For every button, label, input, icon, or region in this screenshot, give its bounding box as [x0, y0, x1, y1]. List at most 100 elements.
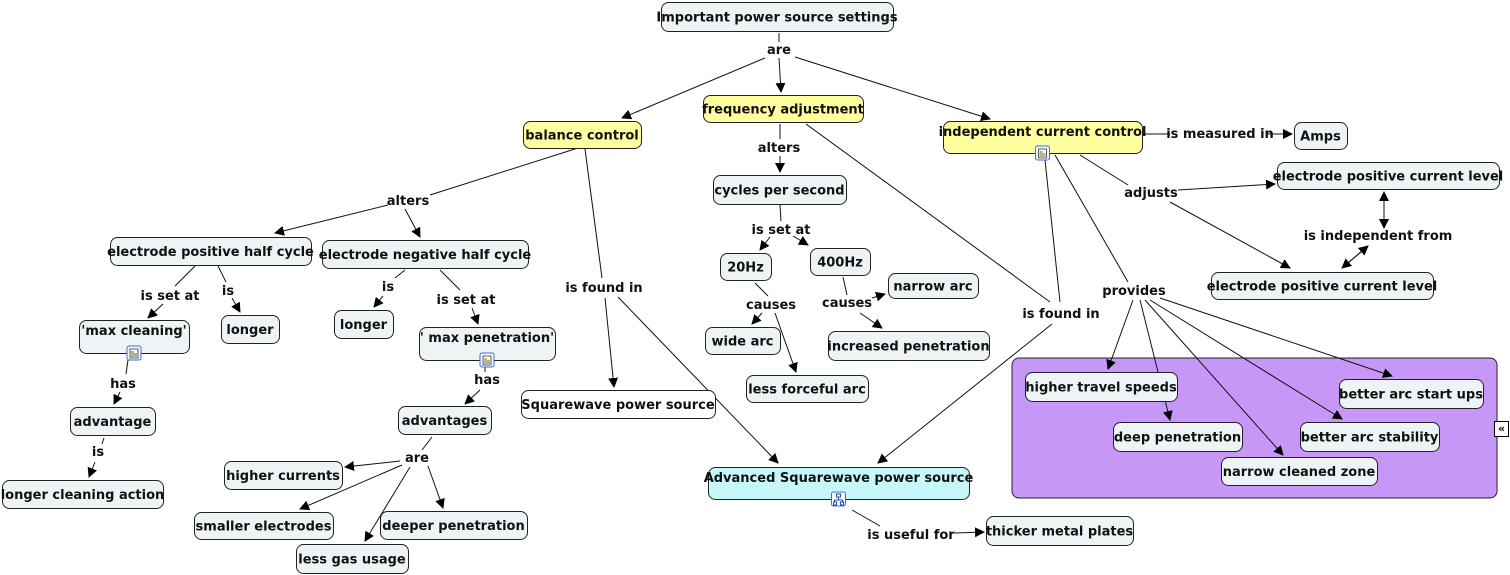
linking-phrase[interactable]: is set at: [140, 289, 199, 304]
linking-phrase[interactable]: adjusts: [1124, 186, 1178, 201]
concept-node-lfa[interactable]: less forceful arc: [746, 375, 869, 403]
connector-line[interactable]: [125, 359, 129, 375]
connector-line[interactable]: [174, 265, 196, 287]
connector-line[interactable]: [404, 208, 421, 238]
concept-node-epcl1[interactable]: electrode positive current level: [1273, 162, 1504, 190]
concept-node-epcl2[interactable]: electrode positive current level: [1207, 272, 1438, 300]
connector-line[interactable]: [429, 147, 579, 196]
concept-node-hz20[interactable]: 20Hz: [720, 253, 772, 281]
concept-node-advsq[interactable]: Advanced Squarewave power source: [704, 467, 974, 507]
concept-node-widearc[interactable]: wide arc: [705, 327, 781, 355]
concept-node-advantages[interactable]: advantages: [398, 406, 492, 435]
connector-line[interactable]: [859, 312, 883, 329]
linking-phrase[interactable]: alters: [387, 194, 430, 209]
connector-line[interactable]: [1144, 299, 1284, 456]
connector-line[interactable]: [1149, 299, 1343, 420]
concept-node-advantage[interactable]: advantage: [70, 407, 156, 436]
connector-line[interactable]: [1159, 297, 1393, 378]
linking-phrase[interactable]: is: [92, 445, 104, 460]
concept-node-enhc[interactable]: electrode negative half cycle: [319, 240, 532, 269]
linking-phrase[interactable]: causes: [822, 296, 872, 311]
concept-node-longer2[interactable]: longer: [334, 310, 394, 339]
concept-node-hz400[interactable]: 400Hz: [810, 248, 871, 276]
concept-node-basu[interactable]: better arc start ups: [1339, 379, 1484, 409]
connector-line[interactable]: [779, 204, 782, 222]
concept-node-amps[interactable]: Amps: [1294, 122, 1348, 150]
concept-node-narrowarc[interactable]: narrow arc: [888, 273, 979, 299]
connector-line[interactable]: [113, 391, 123, 405]
connector-line[interactable]: [394, 269, 406, 279]
submap-icon[interactable]: [831, 491, 846, 507]
linking-phrase[interactable]: is: [382, 280, 394, 295]
connector-line[interactable]: [217, 265, 227, 283]
connector-line[interactable]: [604, 297, 619, 388]
concept-node-hts[interactable]: higher travel speeds: [1025, 372, 1178, 402]
concept-node-icc[interactable]: independent current control: [939, 121, 1147, 161]
connector-line[interactable]: [1177, 179, 1276, 191]
connector-line[interactable]: [427, 465, 445, 509]
connector-line[interactable]: [617, 296, 779, 464]
connector-line[interactable]: [774, 312, 798, 373]
connector-line[interactable]: [464, 389, 481, 405]
resource-doc-icon[interactable]: [1035, 145, 1050, 161]
connector-line[interactable]: [751, 312, 763, 325]
connector-line[interactable]: [421, 436, 433, 451]
linking-phrase[interactable]: is set at: [436, 293, 495, 308]
connector-line[interactable]: [954, 527, 985, 538]
connector-line[interactable]: [147, 303, 164, 319]
collapse-group-button[interactable]: «: [1494, 421, 1509, 437]
connector-line[interactable]: [1341, 245, 1369, 269]
connector-line[interactable]: [1044, 159, 1061, 303]
resource-doc-icon[interactable]: [479, 352, 495, 368]
linking-phrase[interactable]: is independent from: [1304, 229, 1453, 244]
concept-node-ncz[interactable]: narrow cleaned zone: [1221, 457, 1378, 486]
connector-line[interactable]: [1079, 154, 1129, 186]
connector-line[interactable]: [754, 282, 769, 297]
concept-node-lca[interactable]: longer cleaning action: [1, 480, 165, 509]
connector-line[interactable]: [231, 297, 241, 313]
connector-line[interactable]: [792, 235, 809, 246]
connector-line[interactable]: [877, 323, 1053, 464]
connector-line[interactable]: [1169, 201, 1291, 269]
connector-line[interactable]: [1054, 154, 1129, 283]
connector-line[interactable]: [274, 204, 389, 236]
connector-line[interactable]: [621, 57, 766, 120]
connector-line[interactable]: [299, 464, 403, 511]
linking-phrase[interactable]: is set at: [751, 223, 810, 238]
concept-node-ephc[interactable]: electrode positive half cycle: [107, 237, 314, 266]
concept-node-thick[interactable]: thicker metal plates: [986, 516, 1134, 546]
concept-node-lessgas[interactable]: less gas usage: [296, 544, 409, 574]
linking-phrase[interactable]: is: [222, 284, 234, 299]
connector-line[interactable]: [364, 466, 411, 542]
linking-phrase[interactable]: is measured in: [1166, 127, 1274, 142]
concept-node-maxclean[interactable]: 'max cleaning': [79, 320, 190, 361]
concept-node-maxpen[interactable]: ' max penetration': [419, 327, 556, 368]
linking-phrase[interactable]: has: [110, 377, 136, 392]
linking-phrase[interactable]: is found in: [1022, 307, 1099, 322]
connector-line[interactable]: [759, 236, 771, 251]
connector-line[interactable]: [1106, 299, 1134, 370]
connector-line[interactable]: [584, 148, 603, 279]
concept-node-incpen[interactable]: increased penetration: [827, 331, 990, 361]
linking-phrase[interactable]: causes: [746, 298, 796, 313]
linking-phrase[interactable]: is found in: [565, 281, 642, 296]
linking-phrase[interactable]: alters: [758, 141, 801, 156]
connector-line[interactable]: [871, 291, 886, 302]
linking-phrase[interactable]: provides: [1102, 284, 1166, 299]
linking-phrase[interactable]: are: [405, 451, 429, 466]
connector-line[interactable]: [851, 509, 881, 527]
concept-node-bas[interactable]: better arc stability: [1300, 422, 1440, 452]
connector-line[interactable]: [775, 57, 786, 93]
resource-doc-icon[interactable]: [126, 345, 142, 361]
connector-line[interactable]: [373, 295, 384, 308]
connector-line[interactable]: [842, 276, 848, 296]
connector-line[interactable]: [794, 56, 991, 122]
concept-node-cps[interactable]: cycles per second: [713, 175, 847, 205]
concept-node-deeppen2[interactable]: deeper penetration: [380, 511, 528, 540]
concept-node-highcur[interactable]: higher currents: [224, 461, 343, 490]
concept-node-balance[interactable]: balance control: [523, 121, 642, 149]
linking-phrase[interactable]: is useful for: [867, 528, 955, 543]
connector-line[interactable]: [805, 123, 1051, 303]
connector-line[interactable]: [87, 461, 97, 478]
concept-node-sqwave[interactable]: Squarewave power source: [521, 390, 716, 419]
